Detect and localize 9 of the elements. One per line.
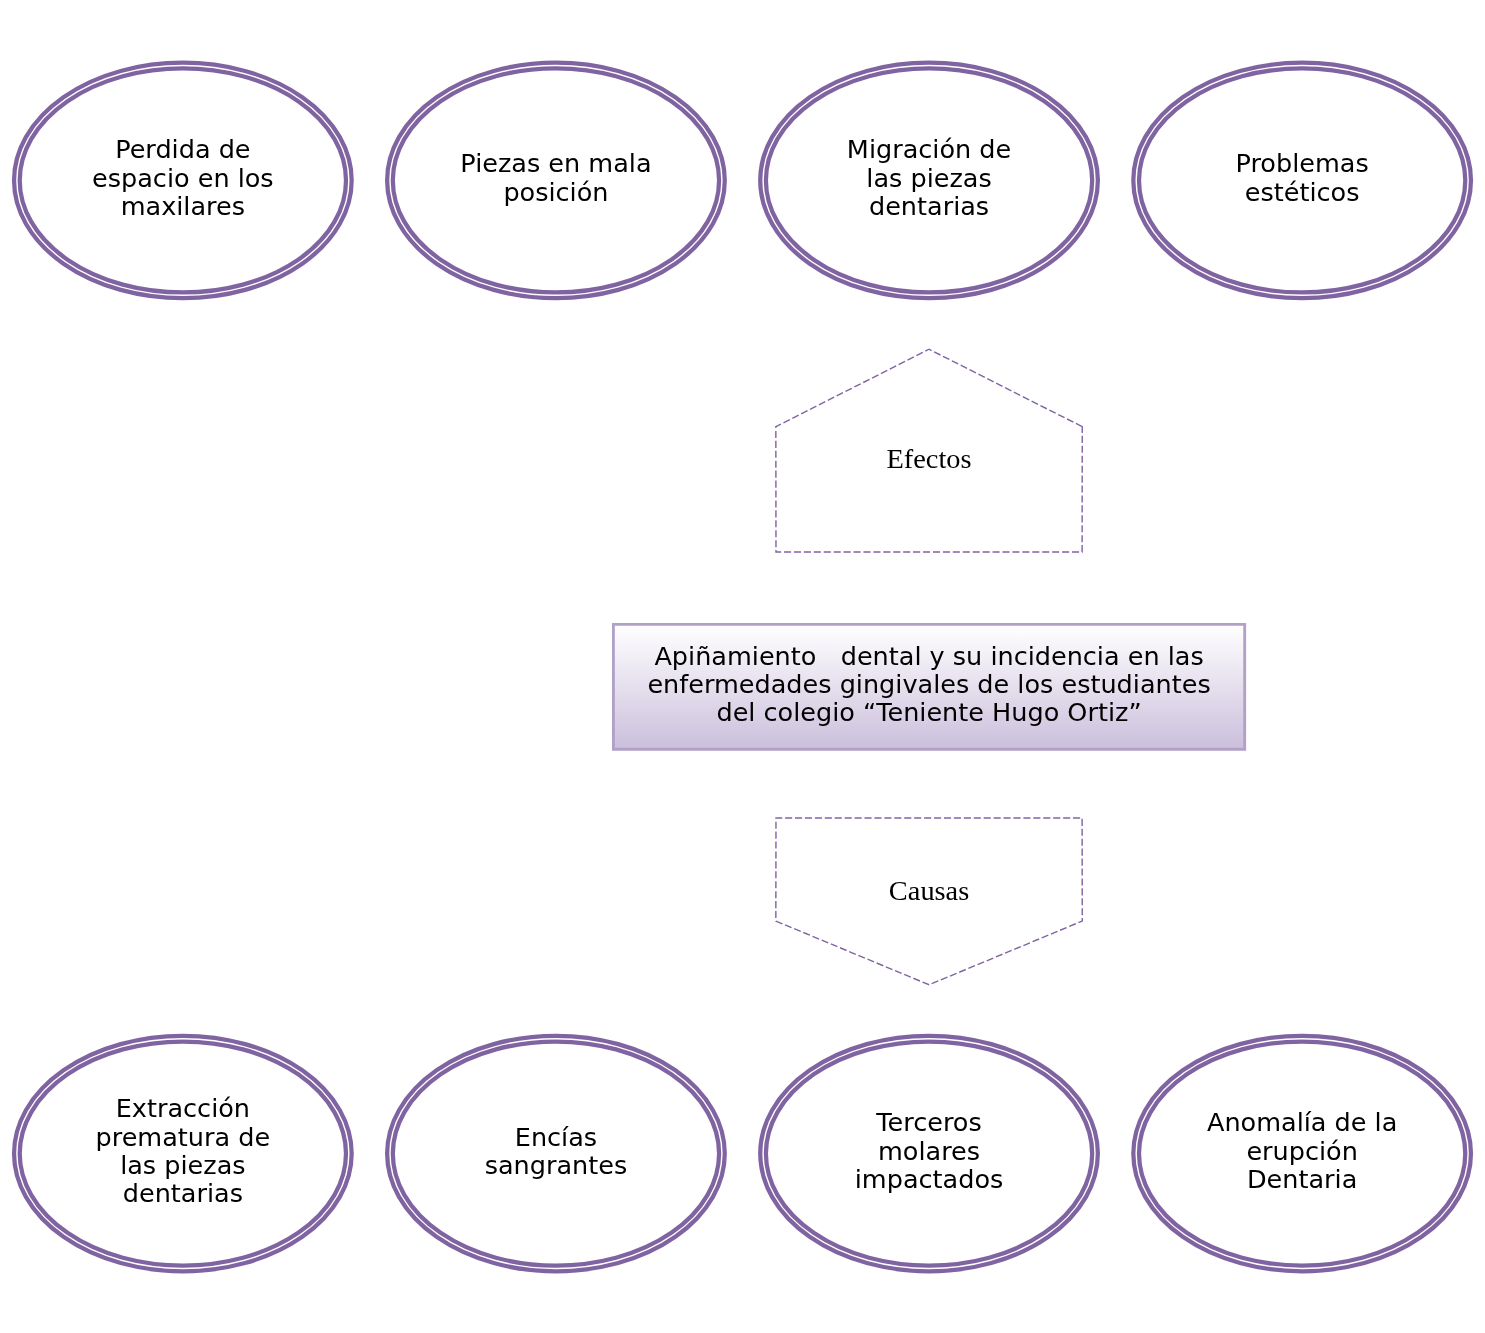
node-ellipse: Perdida de espacio en los maxilares [11, 60, 354, 300]
node-ellipse: Piezas en mala posición [385, 60, 727, 300]
node-ellipse: Anomalía de la erupción Dentaria [1131, 1033, 1474, 1273]
node-box: Apiñamiento dental y su incidencia en las enfermedades gingivales de los estudiantes del colegio “Teniente Hugo Ortiz” [612, 622, 1247, 751]
node-ellipse: Terceros molares impactados [758, 1033, 1100, 1273]
node-ellipse: Extracción prematura de las piezas dentarias [11, 1033, 354, 1273]
node-ellipse: Encías sangrantes [385, 1033, 727, 1273]
node-ellipse: Migración de las piezas dentarias [758, 60, 1100, 300]
node-ellipse: Problemas estéticos [1131, 60, 1474, 300]
